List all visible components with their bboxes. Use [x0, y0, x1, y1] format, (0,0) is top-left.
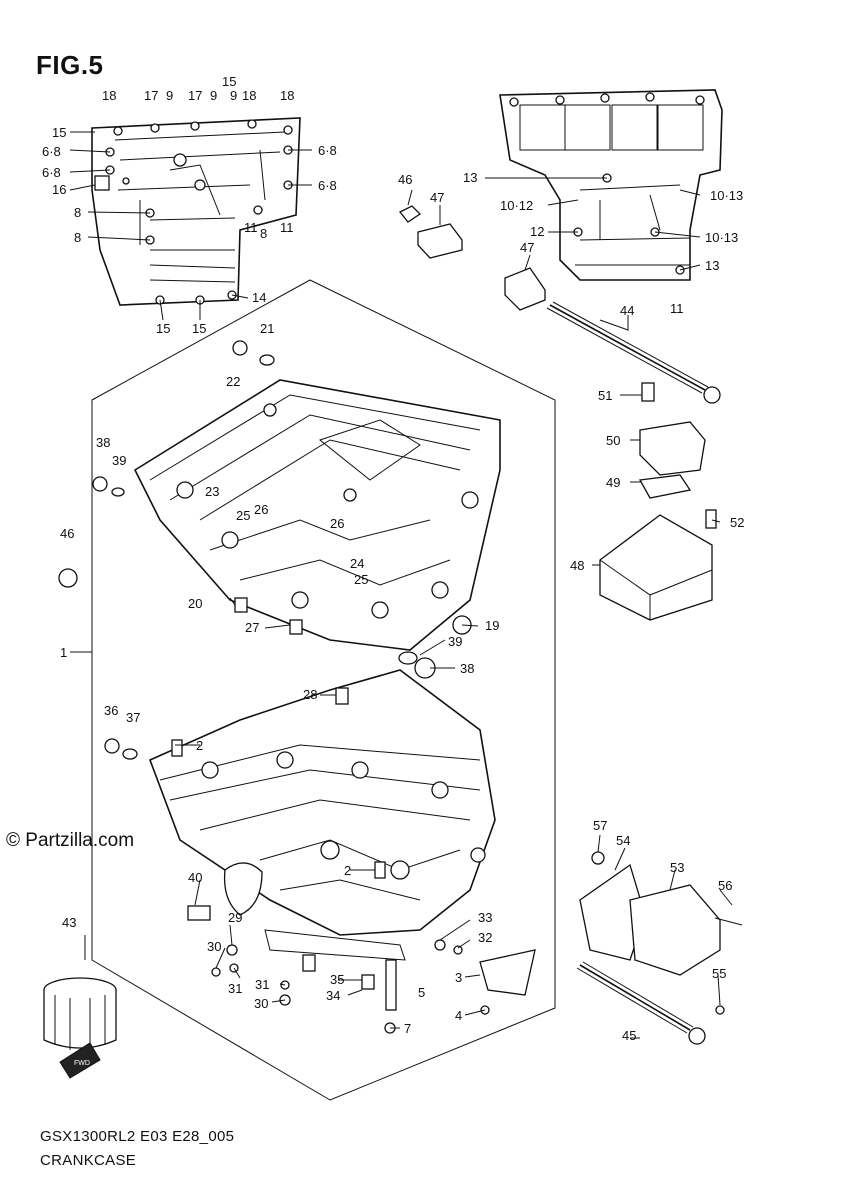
callout-33: 33 — [478, 910, 492, 925]
callout-30: 30 — [254, 996, 268, 1011]
callout-29: 29 — [228, 910, 242, 925]
callout-39: 39 — [448, 634, 462, 649]
assembly-boundary — [91, 279, 556, 1101]
callout-38: 38 — [460, 661, 474, 676]
callout-23: 23 — [205, 484, 219, 499]
callout-11: 11 — [280, 220, 294, 235]
callout-30: 30 — [207, 939, 221, 954]
callout-15: 15 — [52, 125, 66, 140]
callout-46: 46 — [60, 526, 74, 541]
callout-10-13: 10·13 — [710, 188, 743, 203]
callout-31: 31 — [255, 977, 269, 992]
upper-crankcase-half — [133, 379, 501, 651]
leader-lines — [69, 131, 733, 1039]
callout-15: 15 — [192, 321, 206, 336]
callout-8: 8 — [74, 205, 81, 220]
upper-bolt-pattern-view — [91, 117, 301, 306]
callout-18: 18 — [280, 88, 294, 103]
figure-title: FIG.5 — [36, 50, 104, 80]
separate-parts: FWD — [58, 205, 743, 1079]
callout-10-12: 10·12 — [500, 198, 533, 213]
callout-43: 43 — [62, 915, 76, 930]
upper-crankcase-top-view — [499, 89, 723, 281]
fwd-arrow-icon — [59, 1042, 101, 1079]
callout-8: 8 — [74, 230, 81, 245]
callout-15: 15 — [156, 321, 170, 336]
callout-11: 11 — [670, 301, 684, 316]
callout-6-8: 6·8 — [318, 178, 337, 193]
callout-27: 27 — [245, 620, 259, 635]
callout-55: 55 — [712, 966, 726, 981]
callout-16: 16 — [52, 182, 66, 197]
callout-11: 11 — [244, 220, 258, 235]
callout-24: 24 — [350, 556, 364, 571]
callout-14: 14 — [252, 290, 266, 305]
copyright-notice: © Partzilla.com — [6, 830, 135, 851]
callout-10-13: 10·13 — [705, 230, 738, 245]
callout-54: 54 — [616, 833, 630, 848]
callout-32: 32 — [478, 930, 492, 945]
fwd-arrow-label: FWD — [74, 1060, 90, 1067]
callout-9: 9 — [230, 88, 237, 103]
callout-34: 34 — [326, 988, 340, 1003]
callout-26: 26 — [330, 516, 344, 531]
callout-18: 18 — [102, 88, 116, 103]
callout-47: 47 — [520, 240, 534, 255]
callout-13: 13 — [463, 170, 477, 185]
callout-3: 3 — [455, 970, 462, 985]
callout-9: 9 — [210, 88, 217, 103]
oil-filter — [43, 977, 117, 1050]
callout-4: 4 — [455, 1008, 462, 1023]
callout-19: 19 — [485, 618, 499, 633]
model-code: GSX1300RL2 E03 E28_005 — [40, 1128, 235, 1145]
callout-56: 56 — [718, 878, 732, 893]
callout-49: 49 — [606, 475, 620, 490]
callout-1: 1 — [60, 645, 67, 660]
callout-28: 28 — [303, 687, 317, 702]
callout-50: 50 — [606, 433, 620, 448]
callout-5: 5 — [418, 985, 425, 1000]
callout-13: 13 — [705, 258, 719, 273]
callout-25: 25 — [354, 572, 368, 587]
section-name: CRANKCASE — [40, 1152, 137, 1169]
callout-53: 53 — [670, 860, 684, 875]
callout-9: 9 — [166, 88, 173, 103]
callout-6-8: 6·8 — [318, 143, 337, 158]
callout-47: 47 — [430, 190, 444, 205]
callout-46: 46 — [398, 172, 412, 187]
callout-26: 26 — [254, 502, 268, 517]
callout-39: 39 — [112, 453, 126, 468]
callout-6-8: 6·8 — [42, 144, 61, 159]
callout-35: 35 — [330, 972, 344, 987]
callout-22: 22 — [226, 374, 240, 389]
callout-17: 17 — [144, 88, 158, 103]
callout-48: 48 — [570, 558, 584, 573]
callout-20: 20 — [188, 596, 202, 611]
callout-6-8: 6·8 — [42, 165, 61, 180]
callout-8: 8 — [260, 226, 267, 241]
callout-31: 31 — [228, 981, 242, 996]
callout-2: 2 — [196, 738, 203, 753]
callout-37: 37 — [126, 710, 140, 725]
callout-40: 40 — [188, 870, 202, 885]
callout-38: 38 — [96, 435, 110, 450]
callout-52: 52 — [730, 515, 744, 530]
callout-36: 36 — [104, 703, 118, 718]
callout-17: 17 — [188, 88, 202, 103]
callout-51: 51 — [598, 388, 612, 403]
callout-21: 21 — [260, 321, 274, 336]
callout-44: 44 — [620, 303, 634, 318]
callout-15: 15 — [222, 74, 236, 89]
callout-57: 57 — [593, 818, 607, 833]
callout-25: 25 — [236, 508, 250, 523]
callout-labels: 18 17 9 17 9 15 9 18 18 15 6·8 6·8 16 8 … — [42, 74, 744, 1043]
callout-18: 18 — [242, 88, 256, 103]
callout-7: 7 — [404, 1021, 411, 1036]
callout-45: 45 — [622, 1028, 636, 1043]
callout-12: 12 — [530, 224, 544, 239]
lower-crankcase-half — [148, 669, 496, 961]
callout-2: 2 — [344, 863, 351, 878]
